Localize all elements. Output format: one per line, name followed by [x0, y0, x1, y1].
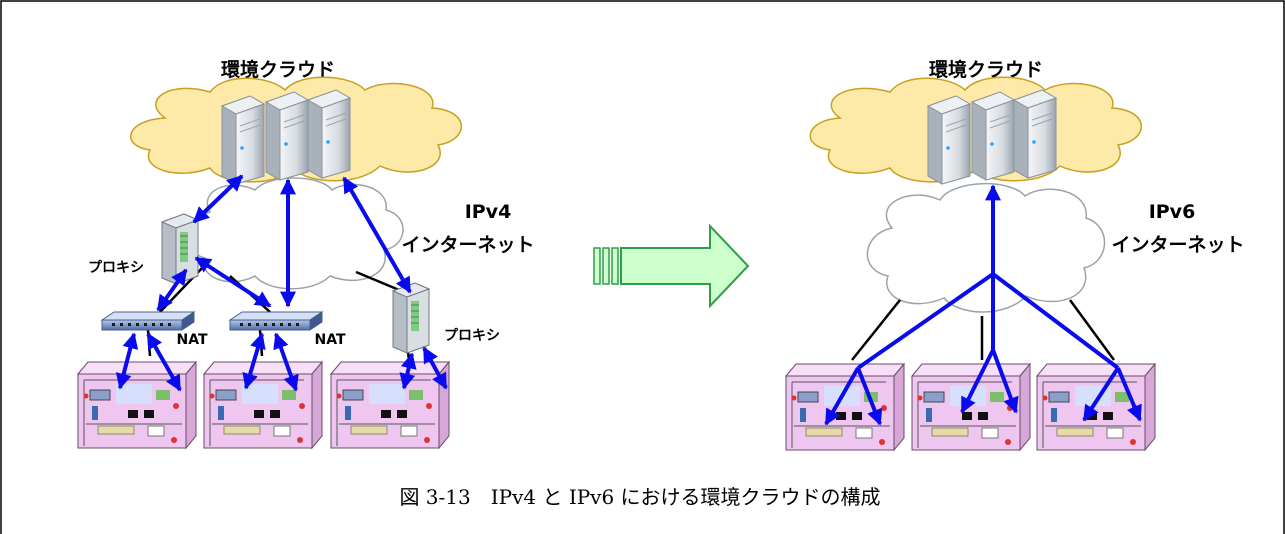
right-server-1-icon — [927, 95, 971, 185]
left-proxy-1-icon — [161, 213, 199, 285]
right-internet-label-ipv6: IPv6 — [1149, 201, 1196, 223]
right-traffic-arrows — [824, 184, 1142, 426]
left-server-2-icon — [265, 91, 309, 181]
left-server-1-icon — [221, 95, 265, 185]
left-ipv4-diagram: 環境クラウド IPv4 インターネット プロキシ プロキシ NAT NAT — [77, 58, 535, 449]
left-nat-2-label: NAT — [314, 332, 345, 348]
right-server-2-icon — [971, 91, 1015, 181]
left-server-3-icon — [307, 89, 351, 179]
left-house-1-icon — [77, 361, 197, 449]
right-server-3-icon — [1013, 89, 1057, 179]
right-cloud-title: 環境クラウド — [929, 58, 1043, 81]
left-house-2-icon — [203, 361, 323, 449]
right-ipv6-internet-cloud — [866, 182, 1106, 313]
left-nat-1-label: NAT — [176, 332, 207, 348]
left-internet-label-text: インターネット — [401, 234, 534, 256]
right-house-1-icon — [785, 363, 905, 451]
left-traffic-arrows — [115, 174, 448, 392]
right-ipv6-diagram: 環境クラウド IPv6 インターネット — [785, 58, 1245, 451]
left-proxy-2-label: プロキシ — [444, 328, 500, 344]
left-proxy-1-label: プロキシ — [88, 260, 144, 276]
right-house-3-icon — [1036, 363, 1156, 451]
right-internet-label-text: インターネット — [1111, 234, 1244, 256]
left-house-3-icon — [330, 361, 450, 449]
left-proxy-2-icon — [392, 282, 430, 354]
left-nat-2-icon — [229, 311, 323, 331]
left-internet-label-ipv4: IPv4 — [465, 201, 512, 223]
left-nat-1-icon — [101, 311, 195, 331]
figure-caption: 図 3-13 IPv4 と IPv6 における環境クラウドの構成 — [399, 485, 880, 509]
left-cloud-title: 環境クラウド — [221, 58, 335, 81]
right-wired-links — [851, 299, 1116, 361]
transition-arrow — [593, 223, 750, 309]
